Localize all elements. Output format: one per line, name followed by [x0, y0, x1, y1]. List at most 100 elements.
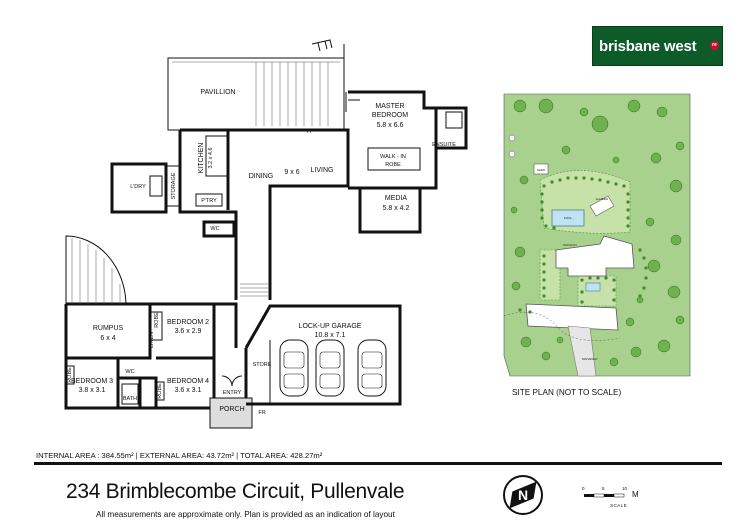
label-robe-b3: ROBE	[67, 367, 73, 383]
scale-tick-0: 0	[582, 486, 585, 491]
site-label-pavilion: PAVILION	[563, 243, 576, 247]
site-boundary	[503, 93, 691, 377]
site-label-pool: POOL	[564, 216, 573, 220]
label-wc-upper: WC	[210, 226, 219, 232]
tree	[669, 179, 683, 193]
label-storage: STORAGE	[171, 172, 177, 199]
tree	[657, 339, 671, 353]
site-hedge	[518, 176, 648, 314]
label-bath: BATH	[123, 396, 137, 402]
label-bedroom3-size: 3.8 x 3.1	[79, 387, 106, 394]
label-wc-lower: WC	[125, 369, 134, 375]
tree	[627, 99, 641, 113]
label-garage-size: 10.8 x 7.1	[315, 332, 346, 339]
label-bedroom4-size: 3.6 x 3.1	[175, 387, 202, 394]
label-linen: LINEN	[149, 332, 155, 348]
scale-tick-10: 10	[622, 486, 628, 491]
tree	[670, 234, 682, 246]
label-robe-b2: ROBE	[154, 312, 160, 328]
label-rumpus: RUMPUS	[93, 325, 124, 332]
area-summary: INTERNAL AREA : 384.55m² | EXTERNAL AREA…	[36, 451, 323, 460]
tree	[556, 336, 564, 344]
scale-bar	[584, 493, 625, 498]
tree	[636, 296, 644, 304]
label-entry: ENTRY	[223, 390, 242, 396]
label-ptry: P'TRY	[201, 198, 217, 204]
site-pond	[585, 282, 601, 292]
label-media-size: 5.8 x 4.2	[383, 205, 410, 212]
label-bedroom3: BEDROOM 3	[71, 378, 113, 385]
scale-word: SCALE	[610, 503, 628, 508]
label-ensuite: ENSUITE	[432, 142, 456, 148]
site-label-driveway: DRIVEWAY	[582, 357, 598, 361]
label-walkin-robe: ROBE	[385, 162, 401, 168]
label-pavillion: PAVILLION	[200, 89, 235, 96]
car-1	[279, 339, 309, 397]
site-label-shed: SHED	[537, 168, 546, 172]
scale-unit: M	[632, 490, 639, 499]
label-bedroom2-size: 3.6 x 2.9	[175, 328, 202, 335]
tree	[612, 156, 620, 164]
disclaimer: All measurements are approximate only. P…	[96, 510, 395, 519]
room-labels: PAVILLION MASTER BEDROOM 5.8 x 6.6 FP EN…	[67, 89, 456, 416]
scale-tick-5: 5	[602, 486, 605, 491]
site-driveway	[567, 325, 597, 377]
tree	[561, 145, 571, 155]
label-robe-b4: ROBE	[157, 383, 163, 399]
tree	[625, 317, 635, 327]
tree	[630, 346, 642, 358]
label-store: STORE	[253, 362, 272, 368]
label-master-size: 5.8 x 6.6	[377, 122, 404, 129]
tree	[675, 315, 685, 325]
label-garage: LOCK-UP GARAGE	[299, 323, 362, 330]
tree	[508, 134, 516, 142]
label-fr: FR	[258, 410, 265, 416]
tree	[656, 106, 668, 118]
label-bedroom4: BEDROOM 4	[167, 378, 209, 385]
porch-area	[209, 397, 253, 429]
tree	[650, 152, 662, 164]
brand-re-badge: re	[710, 41, 719, 50]
tree	[511, 281, 521, 291]
label-ldry: L'DRY	[130, 184, 146, 190]
compass-icon: N	[503, 475, 543, 515]
deck-boards	[263, 62, 329, 126]
tree	[609, 357, 619, 367]
tree	[591, 115, 609, 133]
label-dining-size: 9 x 6	[284, 169, 299, 176]
tree	[510, 206, 518, 214]
tree	[541, 351, 551, 361]
label-kitchen: KITCHEN	[198, 143, 205, 174]
label-dining: DINING	[249, 173, 274, 180]
compass-letter: N	[518, 487, 528, 503]
site-plan-caption: SITE PLAN (NOT TO SCALE)	[512, 388, 622, 397]
label-walkin: WALK - IN	[380, 154, 406, 160]
label-master-1: MASTER	[375, 103, 404, 110]
site-gazebo	[589, 195, 615, 217]
tree	[645, 217, 655, 227]
tree	[508, 150, 516, 158]
label-kitchen-size: 3.2 x 4.6	[208, 147, 214, 168]
label-master-2: BEDROOM	[372, 112, 408, 119]
site-plan: POOL PAVILION SHED GAZEBO DRIVEWAY	[503, 93, 691, 377]
arc-feature-lines	[71, 238, 121, 304]
site-shed	[533, 163, 549, 175]
site-house	[555, 235, 635, 277]
divider	[34, 462, 722, 465]
label-media: MEDIA	[385, 195, 408, 202]
tree	[520, 336, 532, 348]
car-2	[315, 339, 345, 397]
site-garage	[525, 303, 619, 331]
floor-plan-walls	[64, 39, 468, 429]
tree	[675, 141, 685, 151]
tree	[513, 99, 527, 113]
tree	[519, 175, 529, 185]
tree	[667, 285, 681, 299]
label-bedroom2: BEDROOM 2	[167, 319, 209, 326]
label-rumpus-size: 6 x 4	[100, 335, 115, 342]
site-pool	[551, 209, 585, 227]
label-living: LIVING	[311, 167, 334, 174]
corridor-steps	[240, 283, 268, 297]
tree	[647, 259, 661, 273]
